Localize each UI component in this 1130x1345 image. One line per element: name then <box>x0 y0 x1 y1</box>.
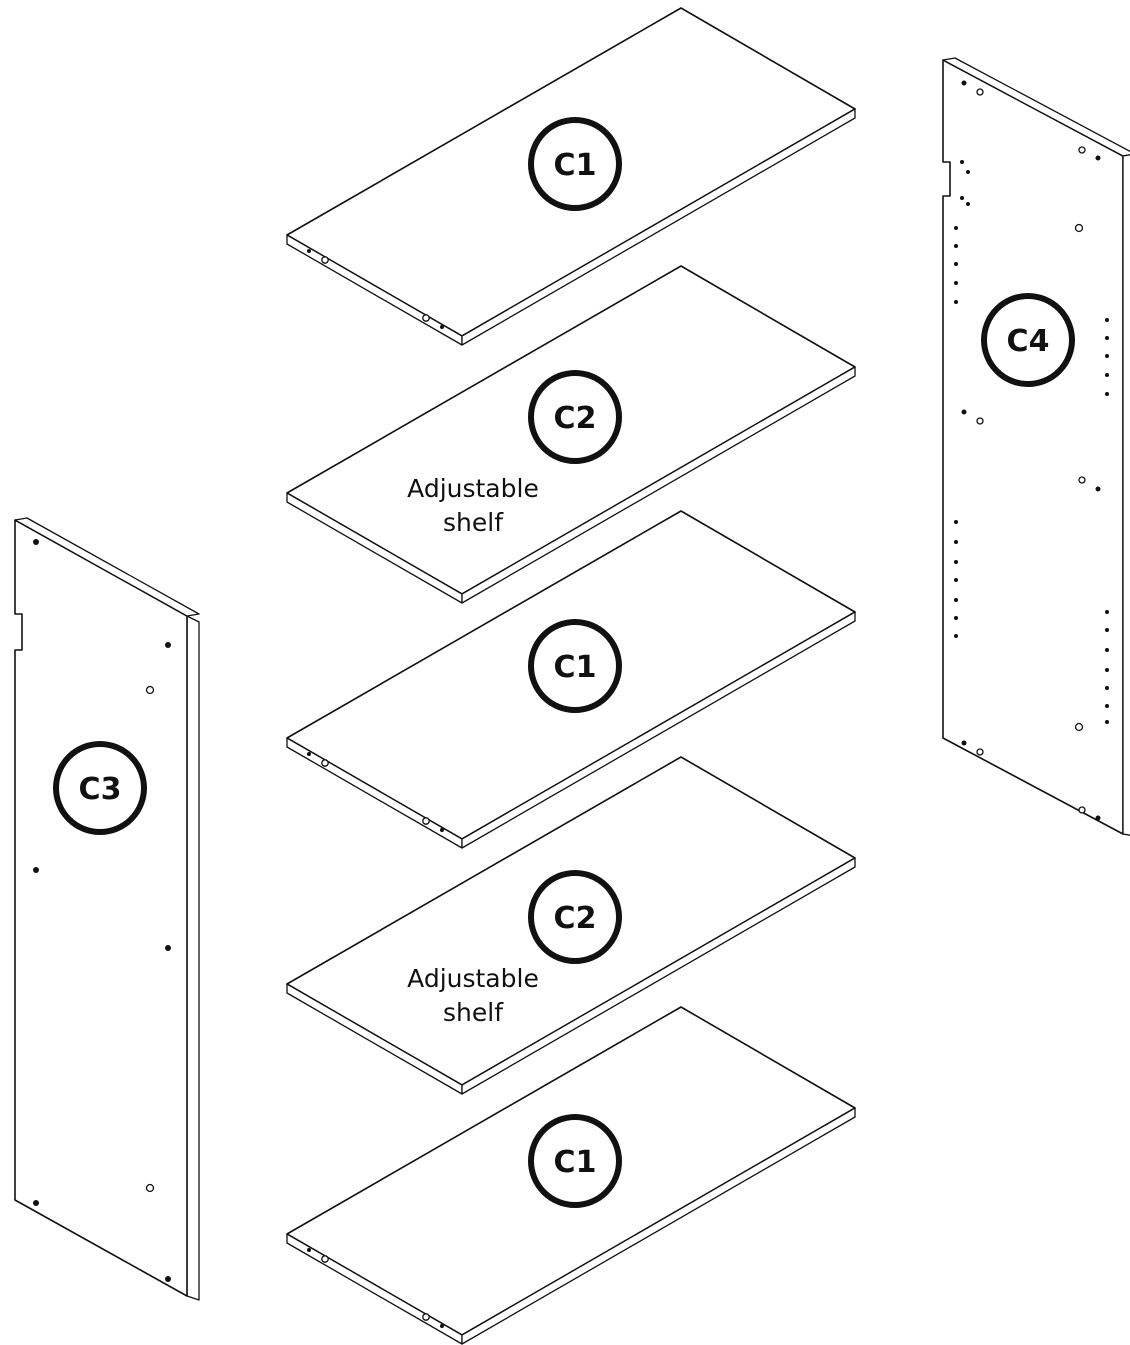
cam-hole <box>440 325 444 329</box>
badge-c1-top: C1 <box>528 117 622 211</box>
panel-c4-side-edge <box>1122 154 1130 836</box>
badge-c4-label: C4 <box>1007 324 1050 359</box>
badge-c1-bottom: C1 <box>528 1114 622 1208</box>
dowel-hole <box>321 1255 329 1263</box>
badge-c4: C4 <box>981 293 1075 387</box>
adjustable-note-lower-line2: shelf <box>443 998 504 1027</box>
badge-c2-upper-label: C2 <box>554 401 597 436</box>
dowel-hole <box>321 256 329 264</box>
shelf-c1-middle-side-edge <box>461 611 856 849</box>
badge-c3: C3 <box>53 741 147 835</box>
panel-c4-shelf-pin-holes-left <box>954 226 958 638</box>
badge-c1-middle-label: C1 <box>554 650 597 685</box>
cam-hole <box>307 249 311 253</box>
cam-hole <box>440 828 444 832</box>
panel-c4-shelf-pin-holes-right <box>1105 318 1109 724</box>
panel-c4-front-edge <box>942 57 1130 157</box>
shelf-c2-upper-side-edge <box>461 366 856 604</box>
dowel-hole <box>422 314 430 322</box>
adjustable-note-lower-line1: Adjustable <box>407 964 539 993</box>
cam-hole <box>307 752 311 756</box>
panel-c3-top-edge <box>14 517 200 617</box>
panel-c4-face <box>942 59 1124 835</box>
badge-c3-label: C3 <box>79 772 122 807</box>
adjustable-note-upper-line1: Adjustable <box>407 474 539 503</box>
cam-hole <box>307 1248 311 1252</box>
badge-c2-upper: C2 <box>528 370 622 464</box>
dowel-hole <box>422 1313 430 1321</box>
panel-c4 <box>942 57 1130 836</box>
panel-c3 <box>14 517 200 1301</box>
badge-c1-middle: C1 <box>528 619 622 713</box>
badge-c2-lower-label: C2 <box>554 901 597 936</box>
shelf-c1-bottom-side-edge <box>461 1107 856 1345</box>
panel-c3-face <box>14 519 188 1297</box>
dowel-hole <box>422 817 430 825</box>
shelf-c1-top-side-edge <box>461 108 856 346</box>
badge-c1-bottom-label: C1 <box>554 1145 597 1180</box>
adjustable-note-upper-line2: shelf <box>443 508 504 537</box>
badge-c2-lower: C2 <box>528 870 622 964</box>
dowel-hole <box>321 759 329 767</box>
shelf-c2-lower-side-edge <box>461 857 856 1095</box>
panel-c3-front-edge <box>186 615 200 1301</box>
cam-hole <box>440 1324 444 1328</box>
badge-c1-top-label: C1 <box>554 148 597 183</box>
